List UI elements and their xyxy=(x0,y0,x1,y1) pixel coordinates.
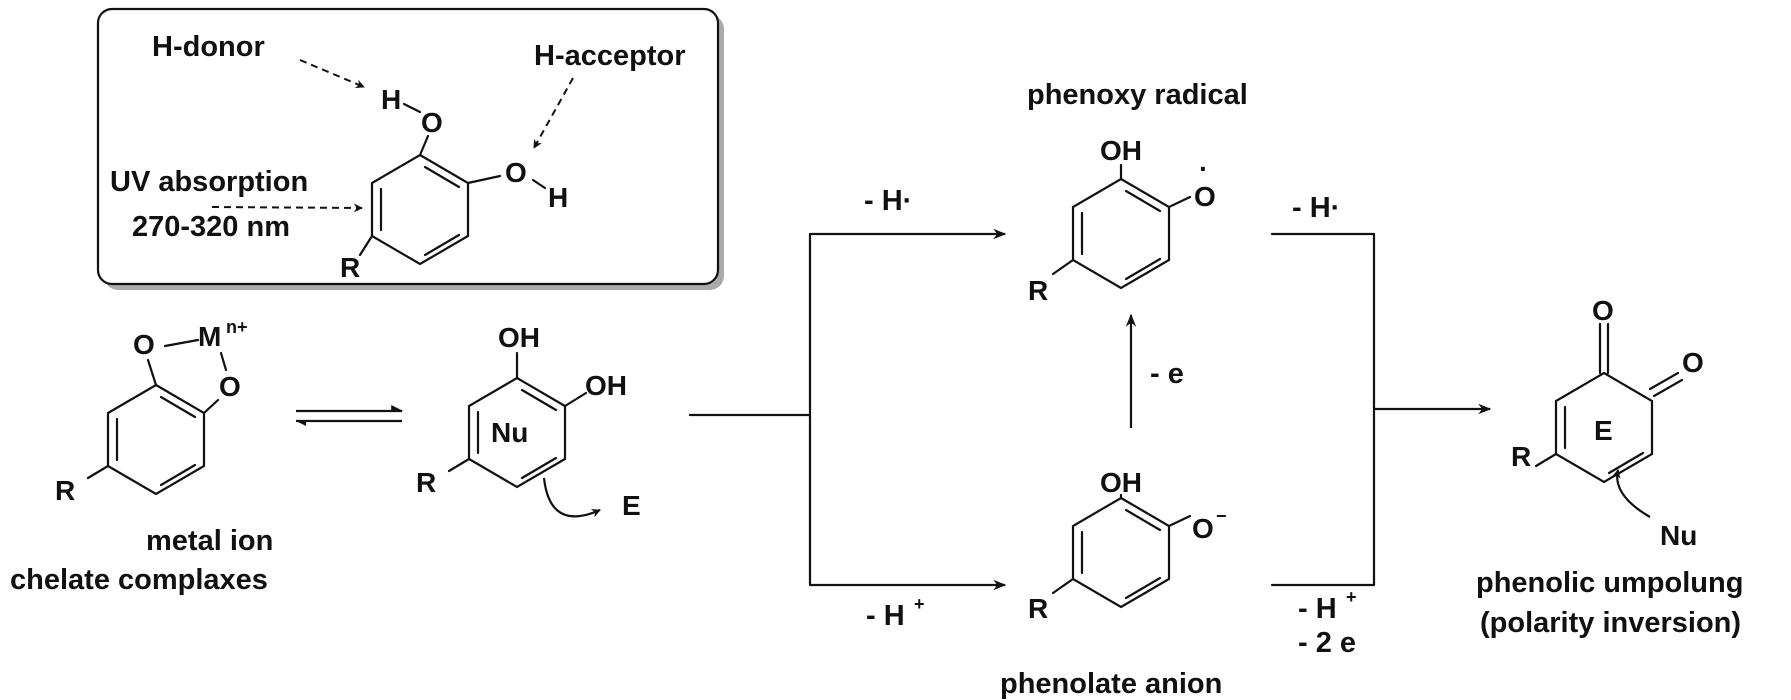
radical-o: O xyxy=(1194,181,1216,212)
uv-wavelength-label: 270-320 nm xyxy=(132,211,290,243)
quinone-r: R xyxy=(1511,441,1531,472)
bond-c1-o1 xyxy=(418,134,430,157)
atom-r: R xyxy=(340,252,360,283)
bond-c-r-chelate xyxy=(86,464,110,480)
reagent-minus-h-plus-right: - H + xyxy=(1298,587,1357,625)
nu-oh-top: OH xyxy=(498,322,540,353)
bond-c2-o2 xyxy=(466,174,502,185)
chelate-charge: n+ xyxy=(226,317,248,337)
bond-c-o-left xyxy=(146,358,158,387)
uv-absorption-label: UV absorption xyxy=(110,166,308,198)
reagent-minus-h-bottom-text: - H xyxy=(866,600,905,632)
anion-r: R xyxy=(1028,593,1048,624)
atom-h2: H xyxy=(548,182,568,213)
electrophile-e: E xyxy=(622,490,641,521)
ring-inner-bonds xyxy=(379,165,461,257)
quinone-co-right-a xyxy=(1652,378,1684,398)
nu-ring-inner-bonds xyxy=(476,388,558,480)
chelate-ring-inner-bonds xyxy=(115,395,197,487)
nucleophilic-catechol-molecule: OH OH R Nu xyxy=(416,322,627,498)
phenolate-anion-molecule: OH O − R xyxy=(1028,467,1227,624)
chelate-o-left: O xyxy=(133,329,155,360)
atom-o1: O xyxy=(421,107,443,138)
quinone-o-top: O xyxy=(1592,295,1614,326)
anion-bond-c5-r xyxy=(1051,577,1075,595)
phenolate-anion-label: phenolate anion xyxy=(1000,668,1222,700)
atom-h1: H xyxy=(381,84,401,115)
umpolung-label-1: phenolic umpolung xyxy=(1476,567,1743,599)
reagent-minus-2e: - 2 e xyxy=(1298,627,1356,659)
quinone-co-right-b xyxy=(1648,371,1680,391)
anion-o: O xyxy=(1192,513,1214,544)
phenoxy-radical-molecule: OH O · R xyxy=(1028,135,1216,306)
h-acceptor-label: H-acceptor xyxy=(534,40,686,72)
nu-r: R xyxy=(416,467,436,498)
quinone-ring-bonds xyxy=(1554,371,1654,484)
radical-bond-c2-o xyxy=(1167,195,1192,209)
reagent-minus-h-radical-top: - H· xyxy=(864,185,912,217)
bond-o2-h2 xyxy=(531,178,547,190)
h-acceptor-arrow xyxy=(533,77,574,149)
inset-frame xyxy=(96,7,720,286)
radical-oh: OH xyxy=(1100,135,1142,166)
umpolung-label-2: (polarity inversion) xyxy=(1480,607,1741,639)
uv-arrow xyxy=(211,203,363,213)
nu-bond-c2-oh xyxy=(563,391,588,408)
chelate-ring-bonds xyxy=(106,383,206,496)
ortho-quinone-molecule: O O R E xyxy=(1511,295,1704,484)
bond-c-o-right xyxy=(202,398,220,415)
radical-bond-c5-r xyxy=(1051,258,1075,276)
reagent-minus-e: - e xyxy=(1150,358,1184,390)
radical-r: R xyxy=(1028,275,1048,306)
radical-ring-inner-bonds xyxy=(1080,189,1162,281)
anion-bond-c2-o xyxy=(1167,514,1192,528)
bond-m-o-right xyxy=(219,351,228,372)
nu-oh-right: OH xyxy=(585,370,627,401)
reagent-plus-bottom: + xyxy=(914,594,925,614)
properties-inset: O H O H R H-donor H-acceptor UV absorpti… xyxy=(96,7,724,290)
quinone-o-right: O xyxy=(1682,347,1704,378)
reagent-minus-h-plus-bottom: - H + xyxy=(866,594,925,632)
quinone-e-in-ring: E xyxy=(1594,415,1613,446)
chelate-r: R xyxy=(55,475,75,506)
atom-o2: O xyxy=(505,157,527,188)
nu-label-in-ring: Nu xyxy=(491,417,528,448)
h-donor-label: H-donor xyxy=(152,31,265,63)
metal-chelate-label-2: chelate complaxes xyxy=(10,564,268,596)
nu-bond-c5-r xyxy=(447,457,471,473)
reagent-plus-right: + xyxy=(1346,587,1357,607)
anion-ring-inner-bonds xyxy=(1080,508,1162,600)
quinone-bond-c5-r xyxy=(1534,452,1558,468)
metal-chelate-label-1: metal ion xyxy=(146,525,273,557)
reagent-minus-h-right-text: - H xyxy=(1298,593,1337,625)
radical-ring-bonds xyxy=(1071,177,1171,290)
bond-o-m xyxy=(163,338,200,348)
phenoxy-radical-label: phenoxy radical xyxy=(1027,79,1248,111)
metal-chelate-molecule: O M n+ O R xyxy=(55,317,248,506)
anion-ring-bonds xyxy=(1071,496,1171,609)
nucleophile-nu: Nu xyxy=(1660,520,1697,551)
chelate-o-right: O xyxy=(219,371,241,402)
nucleophile-curved-arrow xyxy=(1611,469,1651,518)
catechol-inset-molecule: O H O H R xyxy=(340,84,568,283)
radical-dot: · xyxy=(1199,153,1208,184)
bond-o1-h1 xyxy=(402,102,422,114)
electrophile-curved-arrow xyxy=(542,477,601,518)
chelate-metal: M xyxy=(198,321,221,352)
bond-c5-r xyxy=(358,234,374,257)
anion-charge: − xyxy=(1216,506,1227,526)
reagent-minus-h-radical-right: - H· xyxy=(1292,192,1340,224)
anion-oh: OH xyxy=(1100,467,1142,498)
equilibrium-backward-arrow xyxy=(296,419,402,426)
